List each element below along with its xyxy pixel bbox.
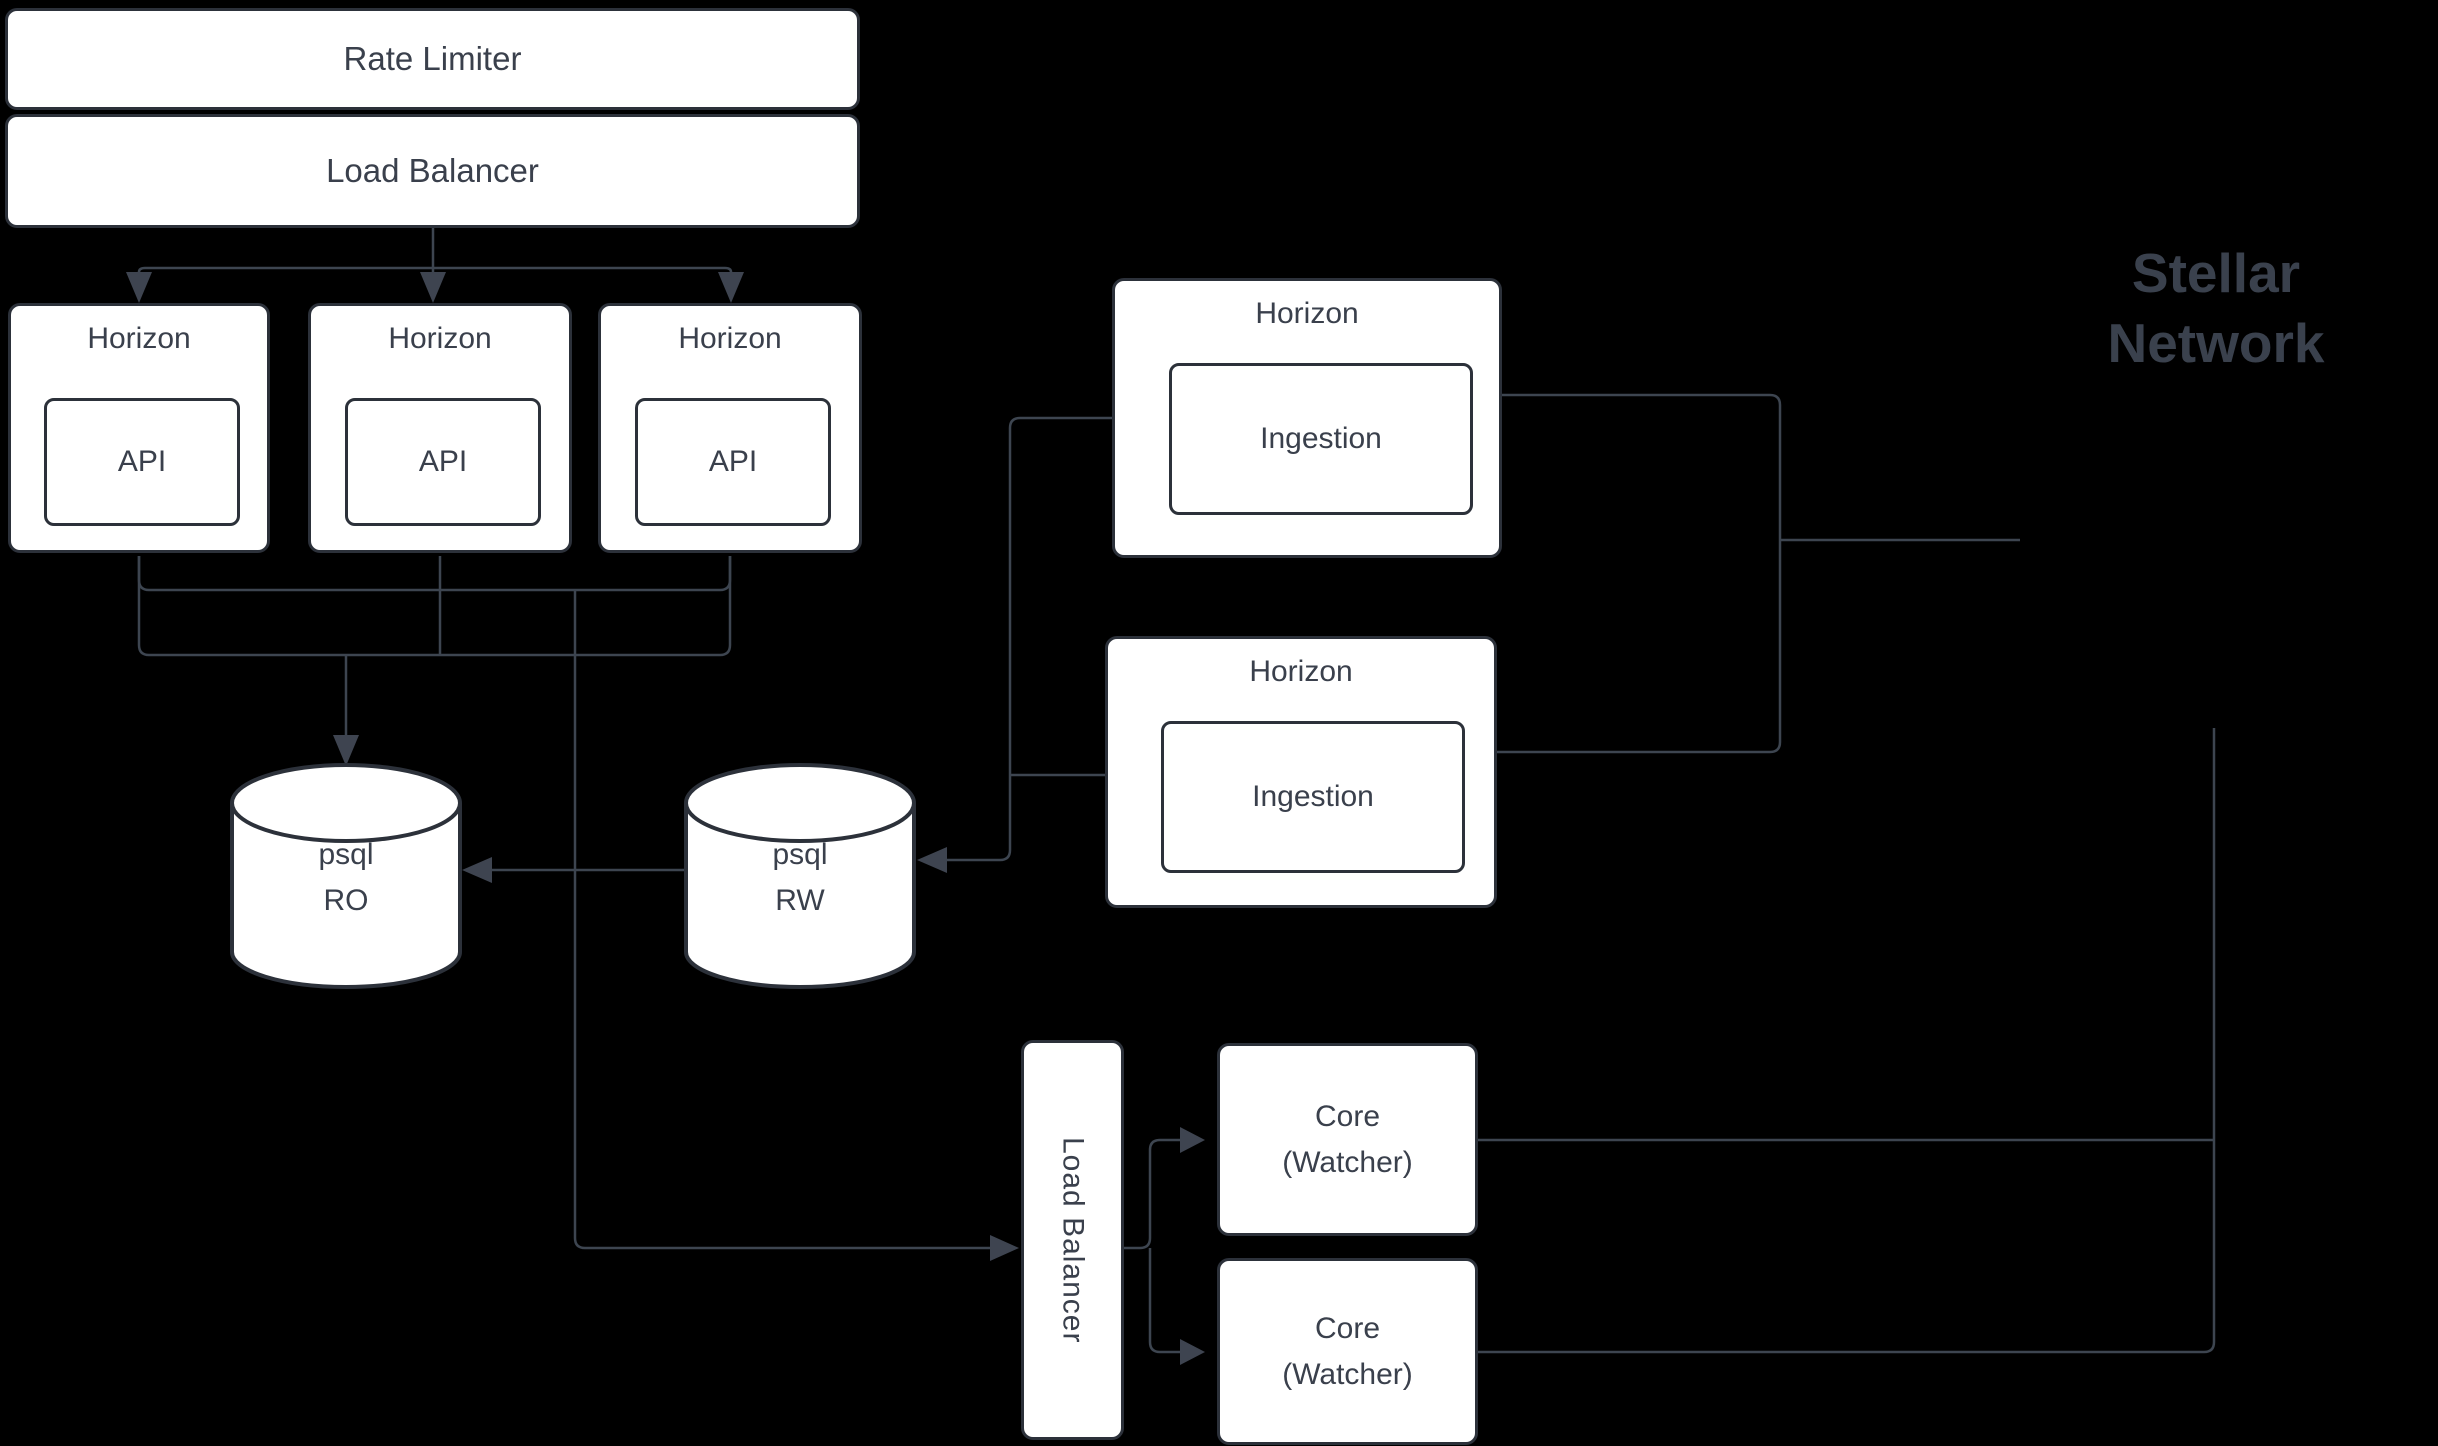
- arrowhead-to-horizon-2: [420, 272, 446, 303]
- connector-api-rail-lower: [137, 556, 732, 657]
- node-core-watcher-1: Core (Watcher): [1217, 1043, 1478, 1236]
- label-stellar-network: Stellar Network: [2046, 238, 2386, 378]
- load-balancer-core-label: Load Balancer: [1056, 1136, 1090, 1344]
- core-2-line1: Core: [1314, 1311, 1381, 1345]
- node-horizon-api-3: Horizon API: [598, 303, 862, 553]
- arrowhead-to-core-lb: [990, 1235, 1019, 1261]
- ingestion-1-label: Ingestion: [1260, 422, 1382, 455]
- psql-rw-label: psql RW: [700, 832, 900, 924]
- node-horizon-ingestion-1: Horizon Ingestion: [1112, 278, 1502, 558]
- psql-ro-cylinder-body: [230, 803, 462, 989]
- connector-apis-to-core-lb: [573, 590, 990, 1250]
- api-box-2: API: [345, 398, 541, 526]
- connector-lb-branch-rail: [137, 266, 733, 273]
- node-rate-limiter: Rate Limiter: [5, 8, 860, 110]
- psql-ro-line1: psql: [318, 838, 374, 871]
- ingestion-box-1: Ingestion: [1169, 363, 1473, 515]
- horizon-1-label: Horizon: [87, 322, 191, 355]
- connector-ingestion-trunk: [1497, 393, 1782, 754]
- node-horizon-api-2: Horizon API: [308, 303, 572, 553]
- api-3-label: API: [708, 445, 758, 478]
- psql-rw-cylinder-body: [684, 803, 916, 989]
- core-1-line2: (Watcher): [1282, 1145, 1413, 1179]
- psql-rw-line2: RW: [775, 884, 825, 917]
- api-1-label: API: [117, 445, 167, 478]
- connector-core2-stellar-trunk: [1478, 728, 2216, 1354]
- core-2-line2: (Watcher): [1282, 1357, 1413, 1391]
- api-box-3: API: [635, 398, 831, 526]
- psql-rw-cylinder-top: [684, 763, 916, 843]
- arrowhead-to-horizon-1: [126, 272, 152, 303]
- connector-api-rail-upper: [137, 556, 732, 592]
- node-core-watcher-2: Core (Watcher): [1217, 1258, 1478, 1445]
- connector-lb-to-core1: [1124, 1138, 1180, 1250]
- arrowhead-to-psql-ro: [333, 735, 359, 766]
- horizon-ingestion-1-label: Horizon: [1255, 297, 1359, 330]
- node-horizon-api-1: Horizon API: [8, 303, 270, 553]
- ingestion-box-2: Ingestion: [1161, 721, 1465, 873]
- rate-limiter-label: Rate Limiter: [343, 40, 522, 77]
- connector-ingestion-to-psql-rw: [947, 416, 1112, 862]
- load-balancer-top-label: Load Balancer: [326, 152, 539, 189]
- core-1-line1: Core: [1314, 1099, 1381, 1133]
- arrowhead-to-psql-rw: [917, 847, 947, 873]
- connector-lb-to-core2: [1148, 1248, 1180, 1354]
- horizon-ingestion-2-label: Horizon: [1249, 655, 1353, 688]
- arrowhead-to-core2: [1180, 1339, 1205, 1365]
- arrowhead-rw-to-ro: [462, 857, 492, 883]
- horizon-3-label: Horizon: [678, 322, 782, 355]
- stellar-network-line1: Stellar: [2131, 242, 2301, 304]
- psql-ro-cylinder-top: [230, 763, 462, 843]
- api-box-1: API: [44, 398, 240, 526]
- horizon-2-label: Horizon: [388, 322, 492, 355]
- api-2-label: API: [418, 445, 468, 478]
- ingestion-2-label: Ingestion: [1252, 780, 1374, 813]
- stellar-network-line2: Network: [2107, 312, 2325, 374]
- arrowhead-to-horizon-3: [718, 272, 744, 303]
- psql-ro-label: psql RO: [246, 832, 446, 924]
- psql-rw-line1: psql: [772, 838, 828, 871]
- arrowhead-to-core1: [1180, 1127, 1205, 1153]
- node-load-balancer-core: Load Balancer: [1021, 1040, 1124, 1440]
- psql-ro-line2: RO: [323, 884, 369, 917]
- node-horizon-ingestion-2: Horizon Ingestion: [1105, 636, 1497, 908]
- node-load-balancer-top: Load Balancer: [5, 114, 860, 228]
